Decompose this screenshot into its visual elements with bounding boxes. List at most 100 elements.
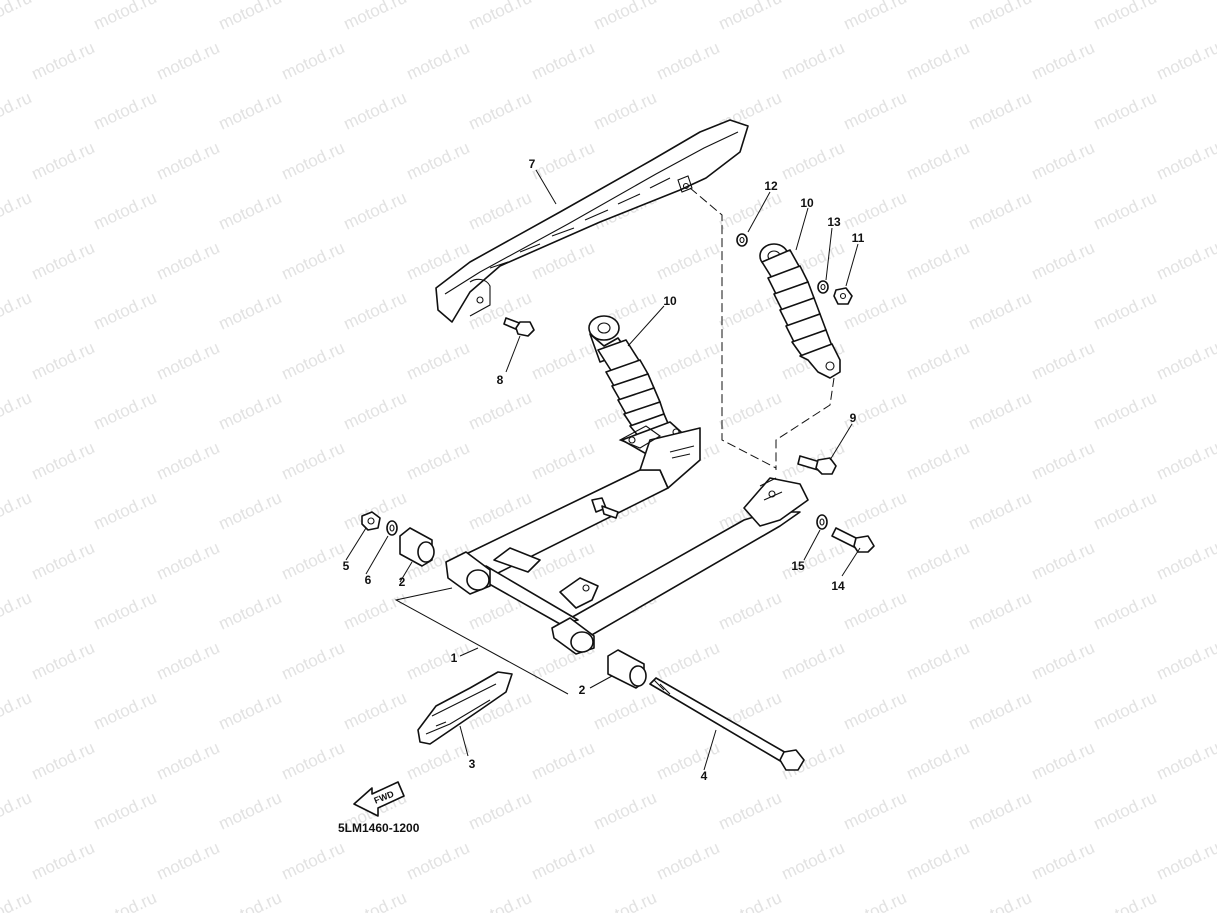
watermark-text: motod.ru [1154, 238, 1217, 284]
callout-2-upper: 2 [399, 575, 406, 589]
watermark-text: motod.ru [841, 688, 910, 734]
watermark-text: motod.ru [529, 38, 598, 84]
washer-15 [816, 514, 828, 530]
watermark-text: motod.ru [1216, 0, 1217, 34]
nut-11 [833, 287, 853, 305]
watermark-text: motod.ru [341, 0, 410, 34]
watermark-text: motod.ru [91, 788, 160, 834]
watermark-text: motod.ru [1091, 688, 1160, 734]
watermark-text: motod.ru [154, 838, 223, 884]
watermark-text: motod.ru [591, 788, 660, 834]
watermark-text: motod.ru [966, 488, 1035, 534]
watermark-text: motod.ru [1091, 288, 1160, 334]
watermark-text: motod.ru [216, 188, 285, 234]
watermark-text: motod.ru [841, 888, 910, 913]
watermark-text: motod.ru [216, 788, 285, 834]
watermark-text: motod.ru [404, 338, 473, 384]
watermark-text: motod.ru [654, 238, 723, 284]
watermark-text: motod.ru [279, 238, 348, 284]
watermark-text: motod.ru [0, 588, 34, 634]
watermark-text: motod.ru [716, 788, 785, 834]
watermark-text: motod.ru [466, 0, 535, 34]
watermark-text: motod.ru [966, 888, 1035, 913]
watermark-text: motod.ru [654, 38, 723, 84]
watermark-text: motod.ru [1091, 588, 1160, 634]
callout-6: 6 [365, 573, 372, 587]
watermark-text: motod.ru [29, 438, 98, 484]
watermark-text: motod.ru [1091, 188, 1160, 234]
watermark-text: motod.ru [716, 888, 785, 913]
watermark-text: motod.ru [0, 888, 34, 913]
watermark-text: motod.ru [216, 688, 285, 734]
watermark-text: motod.ru [1091, 88, 1160, 134]
watermark-text: motod.ru [529, 338, 598, 384]
watermark-text: motod.ru [466, 888, 535, 913]
watermark-text: motod.ru [779, 838, 848, 884]
watermark-text: motod.ru [404, 38, 473, 84]
forward-arrow-icon: FWD [353, 781, 405, 817]
watermark-text: motod.ru [0, 188, 34, 234]
watermark-text: motod.ru [1029, 638, 1098, 684]
watermark-text: motod.ru [716, 0, 785, 34]
watermark-text: motod.ru [0, 488, 34, 534]
watermark-text: motod.ru [29, 338, 98, 384]
watermark-text: motod.ru [591, 688, 660, 734]
watermark-text: motod.ru [29, 738, 98, 784]
watermark-text: motod.ru [341, 388, 410, 434]
assembly-guide-lines [689, 187, 835, 470]
watermark-text: motod.ru [0, 788, 34, 834]
watermark-text: motod.ru [29, 138, 98, 184]
stud-bolt [591, 497, 619, 519]
watermark-text: motod.ru [654, 838, 723, 884]
watermark-text: motod.ru [0, 688, 34, 734]
watermark-text: motod.ru [716, 588, 785, 634]
watermark-text: motod.ru [216, 888, 285, 913]
watermark-text: motod.ru [904, 138, 973, 184]
watermark-text: motod.ru [591, 888, 660, 913]
watermark-text: motod.ru [1154, 338, 1217, 384]
watermark-text: motod.ru [529, 738, 598, 784]
watermark-text: motod.ru [654, 338, 723, 384]
watermark-text: motod.ru [341, 888, 410, 913]
watermark-text: motod.ru [91, 0, 160, 34]
chain-case [435, 119, 749, 323]
watermark-text: motod.ru [904, 538, 973, 584]
callout-10-left: 10 [663, 294, 677, 308]
watermark-text: motod.ru [341, 288, 410, 334]
watermark-text: motod.ru [1029, 838, 1098, 884]
watermark-text: motod.ru [904, 238, 973, 284]
watermark-text: motod.ru [966, 788, 1035, 834]
watermark-text: motod.ru [216, 388, 285, 434]
watermark-text: motod.ru [1154, 838, 1217, 884]
callout-12: 12 [764, 179, 778, 193]
watermark-text: motod.ru [716, 388, 785, 434]
watermark-text: motod.ru [29, 538, 98, 584]
watermark-text: motod.ru [966, 0, 1035, 34]
watermark-text: motod.ru [966, 588, 1035, 634]
watermark-text: motod.ru [466, 88, 535, 134]
watermark-text: motod.ru [1091, 888, 1160, 913]
nut-5 [361, 511, 381, 531]
watermark-text: motod.ru [91, 688, 160, 734]
watermark-text: motod.ru [841, 0, 910, 34]
pivot-shaft-4 [649, 677, 805, 771]
callout-3: 3 [469, 757, 476, 771]
callout-numbers: 1 2 2 3 4 5 6 7 8 9 10 10 11 12 13 14 15 [343, 157, 865, 783]
watermark-text: motod.ru [966, 88, 1035, 134]
watermark-text: motod.ru [591, 88, 660, 134]
watermark-text: motod.ru [779, 538, 848, 584]
watermark-text: motod.ru [966, 288, 1035, 334]
callout-2-lower: 2 [579, 683, 586, 697]
watermark-text: motod.ru [216, 488, 285, 534]
watermark-text: motod.ru [1154, 438, 1217, 484]
watermark-text: motod.ru [529, 838, 598, 884]
callout-7: 7 [529, 157, 536, 171]
watermark-text: motod.ru [1154, 538, 1217, 584]
bolt-9 [797, 455, 837, 475]
bolt-8 [503, 317, 535, 337]
watermark-text: motod.ru [1154, 138, 1217, 184]
watermark-text: motod.ru [904, 338, 973, 384]
watermark-text: motod.ru [529, 138, 598, 184]
